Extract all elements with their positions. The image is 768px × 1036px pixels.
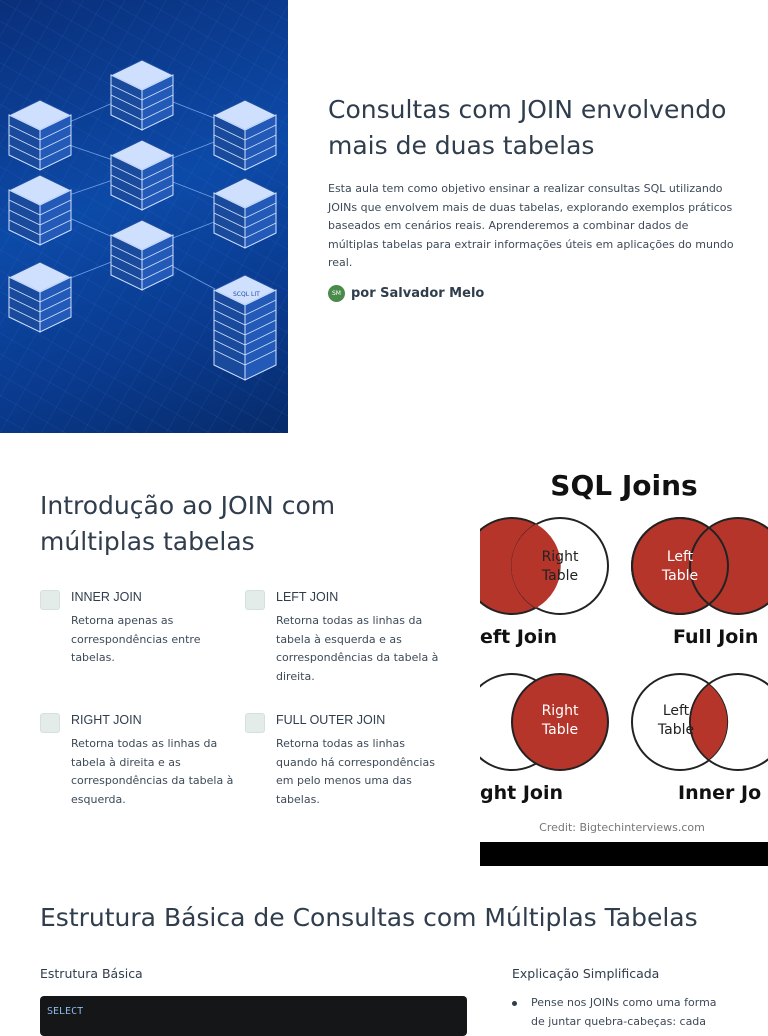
author-byline: SM por Salvador Melo bbox=[328, 284, 738, 302]
svg-text:Left: Left bbox=[667, 549, 694, 565]
database-label: SCQL LIT bbox=[233, 291, 260, 298]
database-icon bbox=[7, 174, 73, 246]
database-icon bbox=[109, 219, 175, 291]
bullet-icon bbox=[512, 1001, 517, 1006]
image-credit: Credit: Bigtechinterviews.com bbox=[539, 821, 705, 834]
section-title-structure: Estrutura Básica de Consultas com Múltip… bbox=[40, 903, 698, 932]
join-description: Retorna apenas as correspondências entre… bbox=[71, 614, 201, 664]
label-left-join: eft Join bbox=[480, 626, 557, 648]
checkbox-icon bbox=[40, 713, 60, 733]
venn-inner-join: Left Table bbox=[631, 673, 768, 771]
code-line: SELECT bbox=[47, 1006, 84, 1017]
checkbox-icon bbox=[40, 590, 60, 610]
database-icon bbox=[7, 99, 73, 171]
section-title-intro: Introdução ao JOIN com múltiplas tabelas bbox=[40, 491, 336, 556]
svg-text:Right: Right bbox=[542, 549, 579, 565]
join-name: LEFT JOIN bbox=[276, 590, 339, 604]
join-description: Retorna todas as linhas quando há corres… bbox=[276, 737, 435, 806]
checkbox-icon bbox=[245, 590, 265, 610]
join-description: Retorna todas as linhas da tabela à dire… bbox=[71, 737, 234, 806]
list-item-text: Pense nos JOINs como uma forma de juntar… bbox=[531, 996, 717, 1028]
join-name: RIGHT JOIN bbox=[71, 713, 142, 727]
svg-text:Right: Right bbox=[542, 703, 579, 719]
venn-full-join: Left Table bbox=[631, 517, 768, 615]
subheading-explanation: Explicação Simplificada bbox=[512, 966, 660, 981]
hero-section: Consultas com JOIN envolvendo mais de du… bbox=[328, 92, 738, 302]
label-right-join: ght Join bbox=[480, 782, 563, 804]
database-icon bbox=[7, 261, 73, 333]
subheading-basic-structure: Estrutura Básica bbox=[40, 966, 143, 981]
list-item: Pense nos JOINs como uma forma de juntar… bbox=[512, 994, 732, 1031]
hero-description: Esta aula tem como objetivo ensinar a re… bbox=[328, 182, 734, 269]
label-inner-join: Inner Jo bbox=[678, 782, 761, 804]
svg-text:Table: Table bbox=[541, 722, 578, 738]
hero-image: SCQL LIT bbox=[0, 0, 288, 433]
venn-left-join: Right Table bbox=[480, 517, 609, 615]
join-name: FULL OUTER JOIN bbox=[276, 713, 386, 727]
svg-text:Left: Left bbox=[663, 703, 690, 719]
join-description: Retorna todas as linhas da tabela à esqu… bbox=[276, 614, 439, 683]
avatar: SM bbox=[328, 284, 345, 302]
database-icon bbox=[109, 139, 175, 211]
code-block: SELECT bbox=[40, 996, 467, 1036]
svg-text:Table: Table bbox=[661, 568, 698, 584]
database-icon bbox=[109, 59, 175, 131]
database-icon bbox=[212, 99, 278, 171]
sql-joins-title: SQL Joins bbox=[550, 469, 697, 502]
checkbox-icon bbox=[245, 713, 265, 733]
database-icon bbox=[212, 274, 278, 381]
page-title: Consultas com JOIN envolvendo mais de du… bbox=[328, 95, 727, 160]
svg-text:Table: Table bbox=[657, 722, 694, 738]
svg-text:Table: Table bbox=[541, 568, 578, 584]
label-full-join: Full Join bbox=[673, 626, 758, 648]
author-name: por Salvador Melo bbox=[351, 285, 485, 301]
join-name: INNER JOIN bbox=[71, 590, 142, 604]
database-icon bbox=[212, 177, 278, 249]
image-bottom-bar bbox=[480, 842, 768, 866]
sql-joins-image: SQL Joins Right Table Left Table eft Joi… bbox=[480, 460, 768, 866]
venn-right-join: Right Table bbox=[480, 673, 609, 771]
database-network-illustration: SCQL LIT bbox=[0, 0, 288, 433]
sql-joins-venn-diagram: SQL Joins Right Table Left Table eft Joi… bbox=[480, 469, 768, 834]
